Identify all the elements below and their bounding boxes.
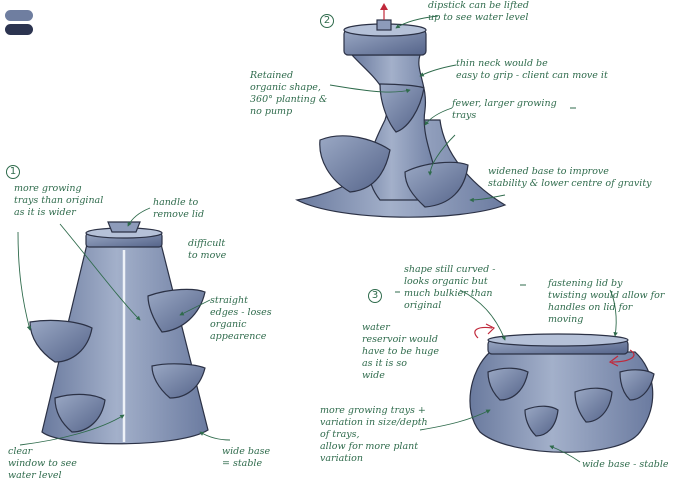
c1-tray-left (29, 319, 93, 363)
note-thin-neck: thin neck would be easy to grip - client… (456, 58, 608, 81)
c1-tray-bottom-left (54, 393, 106, 433)
c2-tray-right (404, 161, 469, 208)
concept-number-3: 3 (368, 289, 382, 303)
note-straight-edges: straight edges - loses organic appearenc… (210, 295, 272, 342)
concept-2-sketch (295, 19, 507, 218)
note-wide-base: wide base = stable (222, 446, 271, 469)
note-fastening-lid: fastening lid by twisting would allow fo… (548, 278, 665, 325)
c3-body (469, 351, 654, 453)
dash-marks (395, 107, 576, 293)
c3-tray-3 (574, 387, 613, 423)
note-widened-base: widened base to improve stability & lowe… (488, 166, 652, 189)
c1-handle (107, 221, 141, 233)
c3-tray-1 (487, 367, 529, 401)
note-dipstick: dipstick can be lifted up to see water l… (428, 0, 529, 23)
c1-tray-top-right (147, 288, 206, 333)
c1-tray-mid-right (151, 363, 206, 399)
c2-dipstick-arrow (380, 3, 388, 20)
c2-tray-upper (379, 83, 425, 133)
note-more-trays: more growing trays than original as it i… (14, 183, 104, 218)
c3-tray-2 (524, 405, 559, 437)
color-swatch-dark (5, 24, 33, 35)
note-retained-shape: Retained organic shape, 360° planting & … (250, 70, 328, 117)
note-water-reservoir: water reservoir would have to be huge as… (362, 322, 440, 381)
c3-lid-top (487, 333, 629, 347)
note-difficult-to-move: difficult to move (188, 238, 227, 261)
concept-1-sketch (29, 221, 209, 445)
concept-number-2: 2 (320, 14, 334, 28)
c2-dipstick (376, 19, 392, 31)
c3-tray-4 (619, 369, 655, 401)
note-wide-base-stable: wide base - stable (582, 459, 669, 470)
leader-lines (17, 15, 618, 463)
note-fewer-trays: fewer, larger growing trays (452, 98, 557, 121)
concept-3-sketch (469, 333, 655, 453)
note-tray-variation: more growing trays + variation in size/d… (320, 405, 428, 464)
concept-number-1: 1 (6, 165, 20, 179)
c3-twist-arrows (474, 323, 635, 367)
color-swatch-light (5, 10, 33, 21)
note-shape-curved: shape still curved - looks organic but m… (404, 264, 496, 311)
note-handle: handle to remove lid (153, 197, 205, 220)
note-clear-window: clear window to see water level (8, 446, 77, 481)
c2-tray-left (319, 135, 391, 193)
